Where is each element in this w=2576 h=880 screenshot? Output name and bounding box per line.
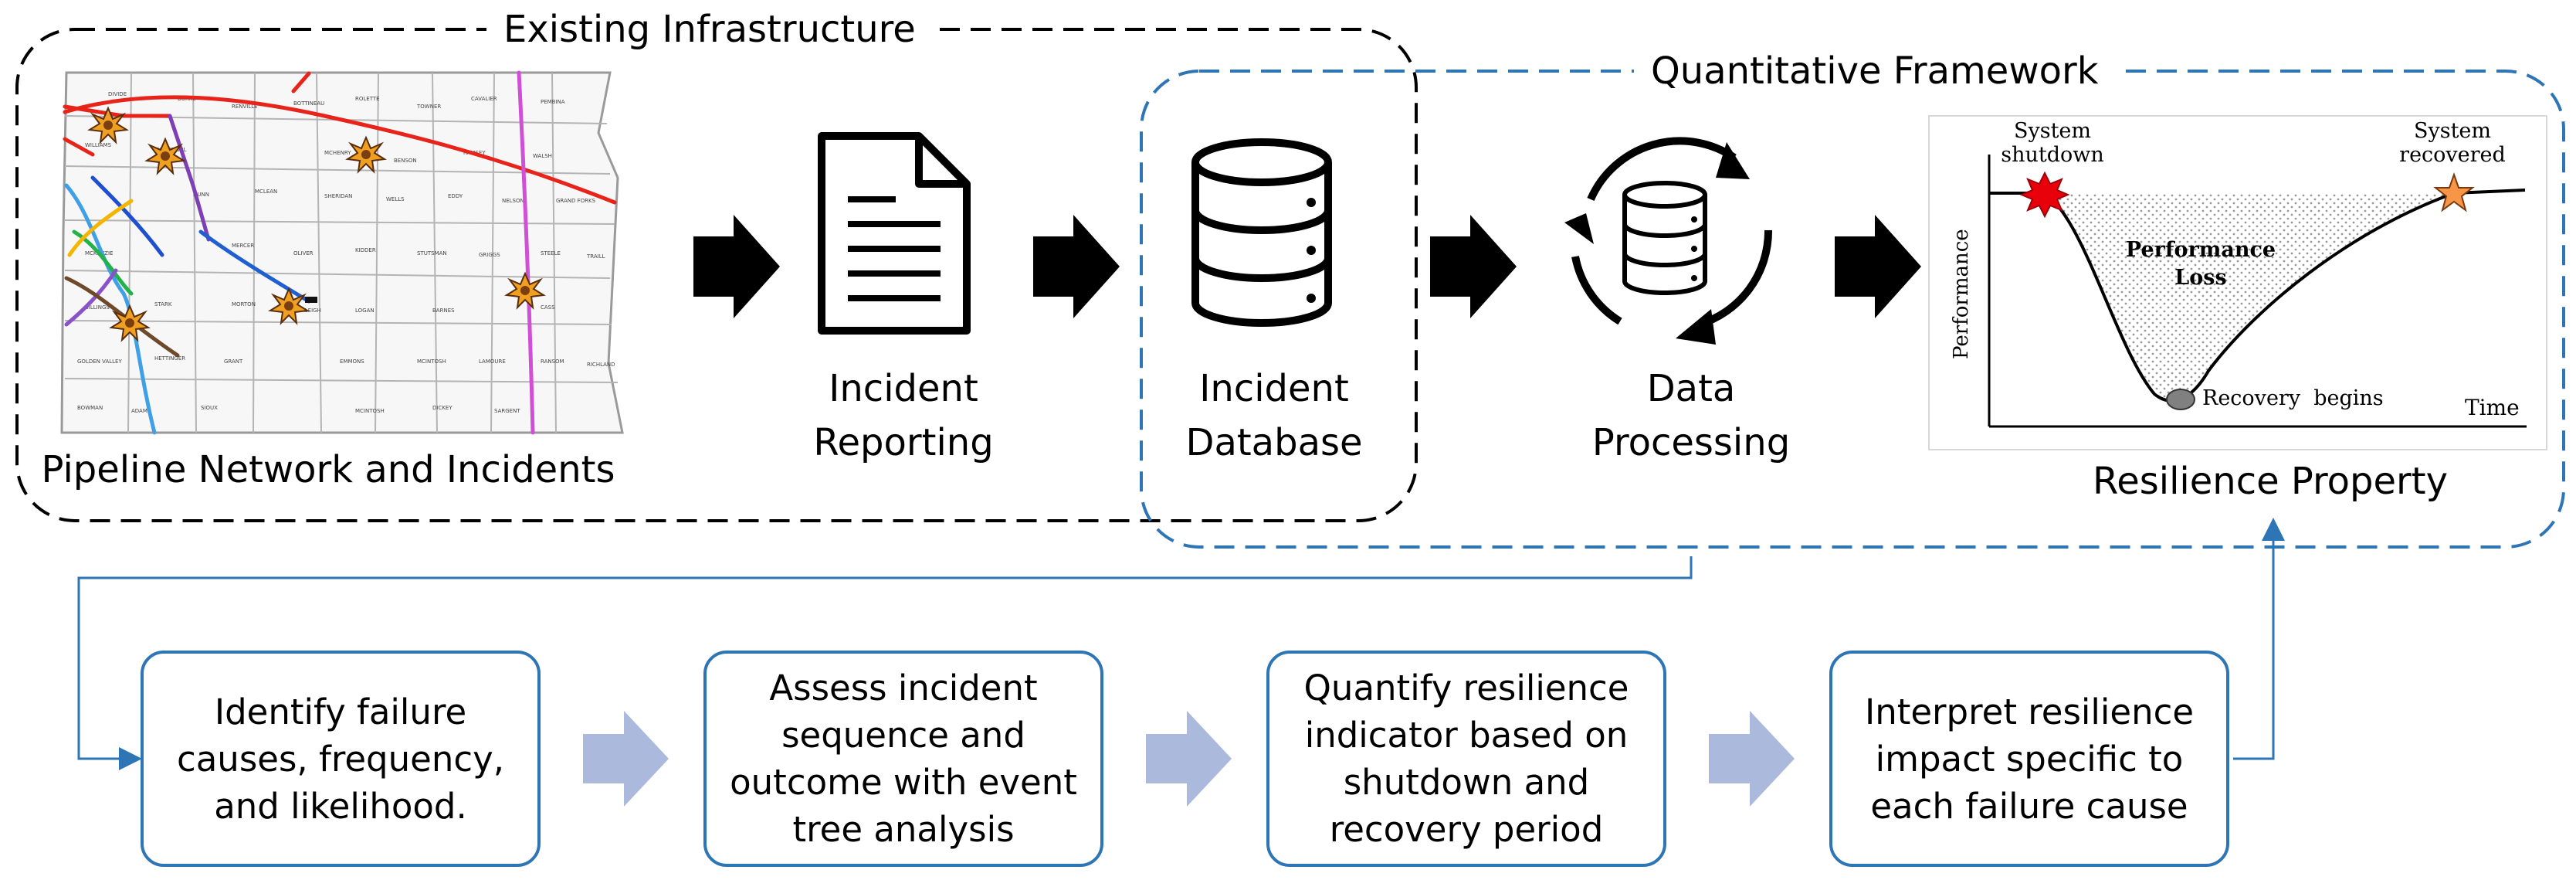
step-arrow [1146,711,1232,807]
incident-reporting-label-line1: Incident [829,367,978,410]
svg-text:STUTSMAN: STUTSMAN [417,250,447,257]
recovered-caption-line1: System [2413,119,2492,143]
svg-text:OLIVER: OLIVER [293,250,314,257]
svg-text:TRAILL: TRAILL [586,253,605,260]
step-event-tree-analysis-text: Assess incident sequence and outcome wit… [730,668,1077,850]
recovery-marker [2166,389,2195,410]
data-processing-label-line2: Processing [1591,421,1791,464]
svg-text:EMMONS: EMMONS [340,358,364,365]
svg-text:PEMBINA: PEMBINA [541,99,565,105]
recovered-marker [2433,172,2475,212]
step-identify-failures: Identify failure causes, frequency, and … [141,651,541,867]
resilience-curve-plot [1928,115,2547,450]
svg-text:MORTON: MORTON [232,301,256,307]
svg-text:GRANT: GRANT [224,358,243,365]
existing-infrastructure-title: Existing Infrastructure [486,6,933,53]
refresh-database-icon [1564,137,1773,345]
svg-text:DIVIDE: DIVIDE [108,91,127,97]
svg-text:RENVILLE: RENVILLE [232,104,258,110]
plot-ylabel: Performance [1950,229,1973,359]
incident-reporting-label: Incident Reporting [772,362,1035,470]
svg-text:SARGENT: SARGENT [494,408,520,414]
svg-text:CAVALIER: CAVALIER [471,96,497,102]
step-quantify-resilience-text: Quantify resilience indicator based on s… [1303,668,1629,850]
data-processing-label: Data Processing [1544,362,1838,470]
svg-text:KIDDER: KIDDER [355,247,376,253]
svg-text:BOTTINEAU: BOTTINEAU [293,100,324,107]
shutdown-caption-line2: shutdown [2001,143,2104,167]
svg-text:WELLS: WELLS [386,196,405,202]
pipeline-network-label: Pipeline Network and Incidents [41,448,615,491]
steps-to-resilience-connector [2233,518,2285,760]
step-event-tree-analysis: Assess incident sequence and outcome wit… [703,651,1103,867]
svg-text:MCLEAN: MCLEAN [255,189,277,195]
svg-text:MERCER: MERCER [232,243,254,249]
svg-text:DICKEY: DICKEY [432,405,452,411]
shutdown-caption-line1: System [2013,119,2092,143]
svg-text:BENSON: BENSON [394,158,417,164]
svg-text:HETTINGER: HETTINGER [154,355,185,362]
svg-text:SHERIDAN: SHERIDAN [324,193,352,199]
flow-arrow [1430,215,1517,318]
svg-text:RANSOM: RANSOM [541,358,564,365]
svg-text:GOLDEN VALLEY: GOLDEN VALLEY [77,358,122,365]
svg-text:MCHENRY: MCHENRY [324,150,351,156]
svg-text:WILLIAMS: WILLIAMS [85,142,112,148]
shutdown-caption: System shutdown [1991,119,2114,167]
flow-arrow [1835,215,1921,318]
svg-text:DUNN: DUNN [193,192,209,198]
shutdown-marker [2019,171,2070,219]
svg-text:ADAMS: ADAMS [131,408,151,414]
svg-text:GRAND FORKS: GRAND FORKS [556,198,596,204]
svg-text:ROLETTE: ROLETTE [355,96,380,102]
resilience-property-label: Resilience Property [2093,460,2448,503]
plot-xlabel: Time [2465,395,2520,420]
svg-text:BARNES: BARNES [432,307,455,314]
document-icon [818,132,971,335]
step-quantify-resilience: Quantify resilience indicator based on s… [1266,651,1666,867]
svg-text:STEELE: STEELE [541,250,561,257]
svg-text:RICHLAND: RICHLAND [587,362,615,368]
processing-to-steps-connector [77,556,1693,770]
svg-text:NELSON: NELSON [502,198,524,204]
svg-text:STARK: STARK [154,301,172,307]
recovery-begins-caption: Recovery begins [2202,386,2384,410]
svg-text:CASS: CASS [541,304,555,311]
quantitative-framework-title: Quantitative Framework [1634,48,2116,94]
existing-infrastructure-frame [15,28,1418,522]
step-arrow [583,711,669,807]
incident-reporting-label-line2: Reporting [813,421,994,464]
svg-text:MCINTOSH: MCINTOSH [355,408,385,414]
svg-text:BILLINGS: BILLINGS [85,304,110,311]
svg-text:BOWMAN: BOWMAN [77,405,103,411]
step-interpret-resilience: Interpret resilience impact specific to … [1829,651,2229,867]
svg-text:TOWNER: TOWNER [416,104,441,110]
incident-database-label-line2: Database [1185,421,1363,464]
flow-arrow [1033,215,1120,318]
data-processing-label-line1: Data [1646,367,1736,410]
svg-text:WALSH: WALSH [533,153,552,159]
performance-loss-caption-line1: Performance [2125,238,2276,262]
recovered-caption-line2: recovered [2399,143,2506,167]
svg-text:GRIGGS: GRIGGS [479,252,500,258]
step-interpret-resilience-text: Interpret resilience impact specific to … [1864,691,2195,827]
incident-database-label-line1: Incident [1199,367,1349,410]
svg-text:MCINTOSH: MCINTOSH [417,358,446,365]
flow-arrow [693,215,780,318]
incident-database-label: Incident Database [1143,362,1405,470]
step-arrow [1709,711,1795,807]
svg-text:LOGAN: LOGAN [355,307,375,314]
svg-text:SIOUX: SIOUX [201,405,218,411]
step-identify-failures-text: Identify failure causes, frequency, and … [176,691,505,827]
svg-text:EDDY: EDDY [448,193,463,199]
database-icon [1191,138,1332,327]
performance-loss-caption-line2: Loss [2174,266,2227,290]
performance-loss-caption: Performance Loss [2116,236,2286,292]
svg-text:LAMOURE: LAMOURE [479,358,506,365]
recovered-caption: System recovered [2383,119,2522,167]
